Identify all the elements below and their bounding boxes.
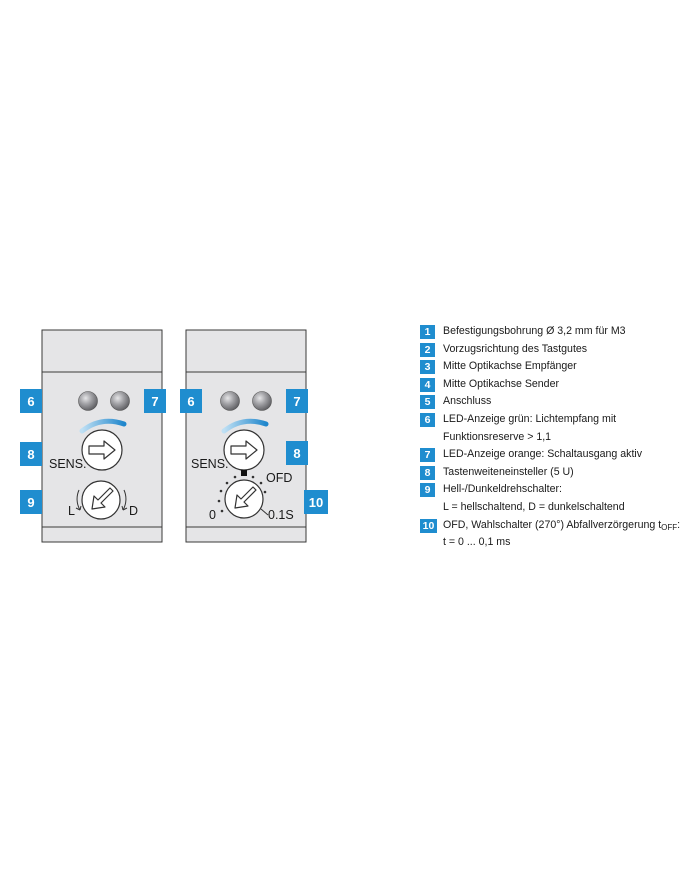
legend-number-badge: 1 — [420, 325, 435, 339]
legend-text-continued: Funktionsreserve > 1,1 — [443, 430, 552, 443]
legend-item-9: 9 Hell-/Dunkeldrehschalter: L = hellscha… — [420, 481, 698, 516]
legend-number-badge: 3 — [420, 360, 435, 375]
right-device: SENS. OFD 0 0.1S 6 7 — [180, 329, 328, 543]
legend-number-badge: 2 — [420, 342, 435, 357]
svg-text:6: 6 — [187, 394, 194, 409]
legend-item-2: 2 Vorzugsrichtung des Tastgutes — [420, 341, 698, 359]
legend-number-badge: 10 — [420, 518, 437, 533]
left-d-label: D — [129, 504, 138, 518]
right-sens-arc-icon — [221, 418, 269, 434]
legend-text: LED-Anzeige grün: Lichtempfang mit — [443, 412, 617, 425]
legend-text-continued: L = hellschaltend, D = dunkelschaltend — [443, 500, 625, 513]
left-badge-6: 6 — [20, 389, 42, 413]
left-l-label: L — [68, 504, 75, 518]
legend-item-10: 10 OFD, Wahlschalter (270°) Abfallverzör… — [420, 517, 698, 552]
legend-number-badge: 7 — [420, 448, 435, 463]
legend-text: Mitte Optikachse Empfänger — [443, 360, 577, 373]
legend-text: Hell-/Dunkeldrehschalter: — [443, 483, 562, 496]
legend-item-6: 6 LED-Anzeige grün: Lichtempfang mit Fun… — [420, 411, 698, 446]
legend-number-badge: 5 — [420, 395, 435, 410]
legend-number-badge: 4 — [420, 377, 435, 392]
legend-item-4: 4 Mitte Optikachse Sender — [420, 376, 698, 394]
left-mode-switch[interactable] — [75, 480, 128, 520]
left-badge-7: 7 — [144, 389, 166, 413]
svg-text:7: 7 — [293, 394, 300, 409]
legend-text: Anschluss — [443, 395, 492, 408]
svg-text:10: 10 — [309, 495, 323, 510]
left-led-green-icon — [78, 391, 98, 411]
legend-text: Mitte Optikachse Sender — [443, 377, 559, 390]
left-sens-label: SENS. — [49, 457, 87, 471]
svg-text:8: 8 — [293, 446, 300, 461]
right-ofd-switch[interactable] — [217, 470, 269, 519]
ofd-marker-icon — [241, 470, 247, 476]
right-ofd-label: OFD — [266, 471, 292, 485]
svg-text:8: 8 — [27, 447, 34, 462]
left-led-orange-icon — [110, 391, 130, 411]
arrow-right-icon — [230, 440, 258, 460]
legend-text: OFD, Wahlschalter (270°) Abfallverzörger… — [443, 518, 662, 531]
right-badge-8: 8 — [286, 441, 308, 465]
svg-text:9: 9 — [27, 495, 34, 510]
legend: 1 Befestigungsbohrung Ø 3,2 mm für M3 2 … — [420, 323, 698, 552]
right-zero-label: 0 — [209, 508, 216, 522]
legend-text-continued: t = 0 ... 0,1 ms — [443, 536, 511, 549]
left-device: SENS. L D 6 7 8 9 — [20, 329, 166, 543]
right-badge-10: 10 — [304, 490, 328, 514]
legend-text: Vorzugsrichtung des Tastgutes — [443, 342, 588, 355]
right-led-orange-icon — [252, 391, 272, 411]
legend-subscript: OFF — [661, 522, 678, 532]
legend-item-7: 7 LED-Anzeige orange: Schaltausgang akti… — [420, 446, 698, 464]
legend-number-badge: 8 — [420, 465, 435, 480]
ofd-scale-dots-icon — [217, 475, 267, 513]
right-sens-label: SENS. — [191, 457, 229, 471]
arrow-down-left-icon — [234, 486, 257, 509]
right-max-label: 0.1S — [268, 508, 294, 522]
right-rotation-arc-icon — [122, 489, 127, 511]
arrow-right-icon — [88, 440, 116, 460]
legend-text: Befestigungsbohrung Ø 3,2 mm für M3 — [443, 325, 626, 337]
left-sens-arc-icon — [79, 418, 127, 434]
left-badge-9: 9 — [20, 490, 42, 514]
legend-number-badge: 6 — [420, 412, 435, 427]
legend-item-1: 1 Befestigungsbohrung Ø 3,2 mm für M3 — [420, 323, 698, 341]
legend-number-badge: 9 — [420, 483, 435, 498]
left-badge-8: 8 — [20, 442, 42, 466]
legend-suffix: : — [677, 518, 681, 531]
svg-text:6: 6 — [27, 394, 34, 409]
right-sensitivity-dial[interactable] — [223, 429, 265, 471]
svg-text:7: 7 — [151, 394, 158, 409]
left-sensitivity-dial[interactable] — [81, 429, 123, 471]
arrow-down-left-icon — [91, 487, 114, 510]
right-led-green-icon — [220, 391, 240, 411]
legend-item-5: 5 Anschluss — [420, 393, 698, 411]
right-badge-6: 6 — [180, 389, 202, 413]
legend-text: Tastenweiteneinsteller (5 U) — [443, 465, 574, 478]
legend-text: LED-Anzeige orange: Schaltausgang aktiv — [443, 448, 643, 461]
legend-item-8: 8 Tastenweiteneinsteller (5 U) — [420, 464, 698, 482]
left-rotation-arc-icon — [76, 489, 81, 511]
right-badge-7: 7 — [286, 389, 308, 413]
legend-item-3: 3 Mitte Optikachse Empfänger — [420, 358, 698, 376]
